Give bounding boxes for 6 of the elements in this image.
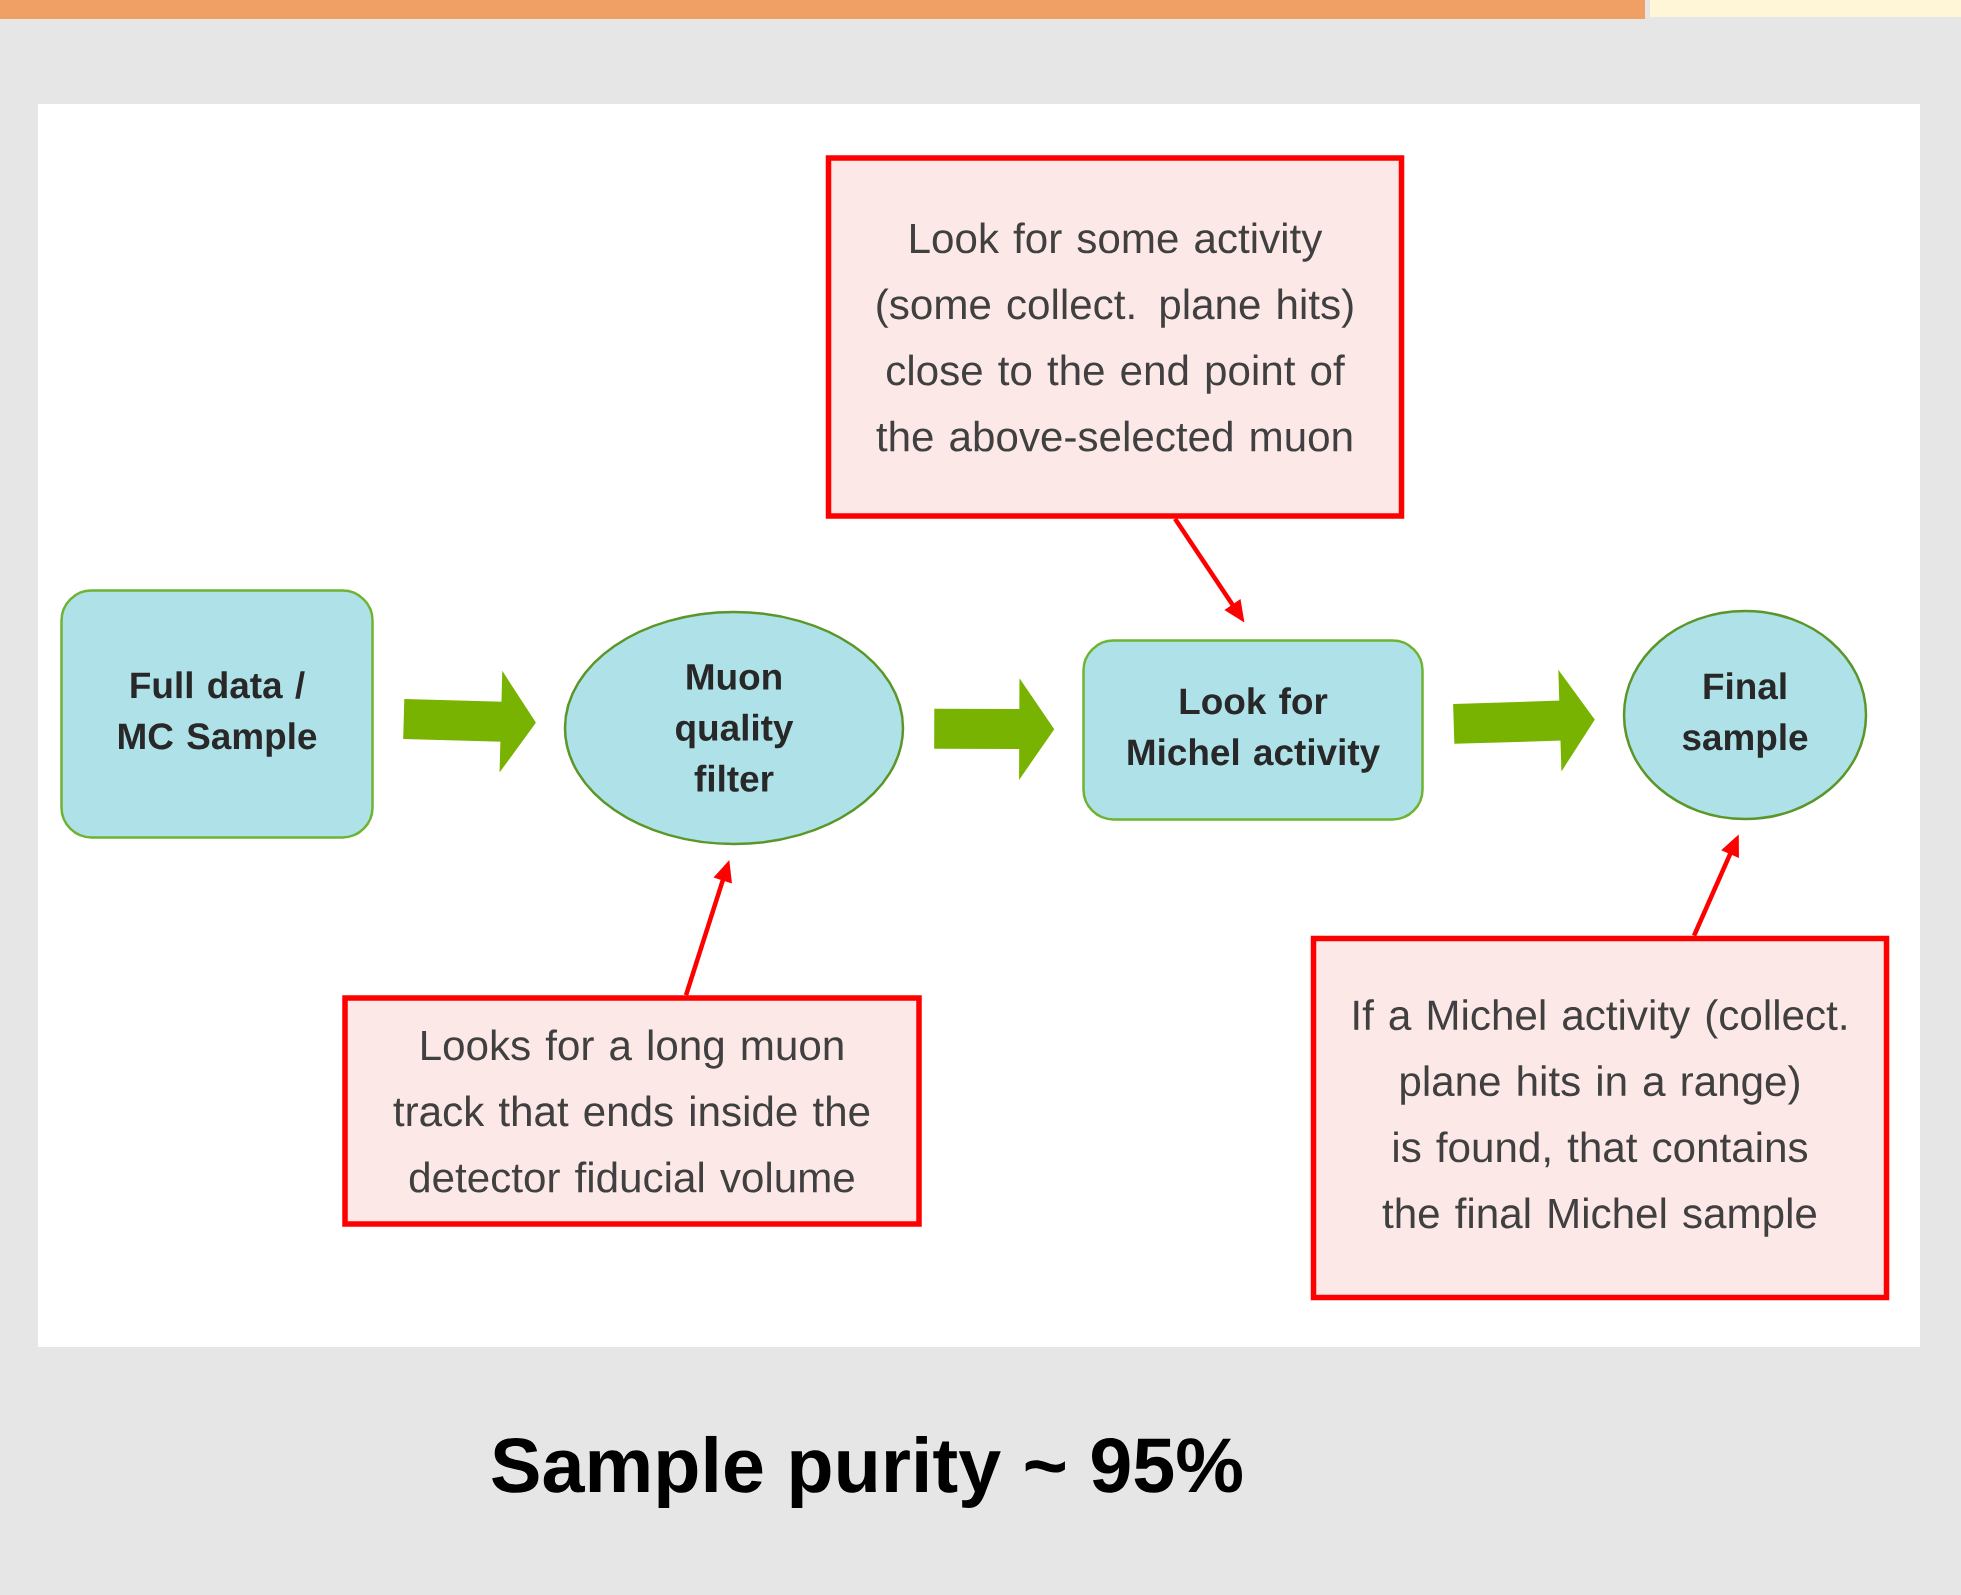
process-box: Full data / MC Sample bbox=[60, 589, 374, 839]
callout-box: If a Michel activity (collect. plane hits in a range) is found, that contains the final Michel sample bbox=[1310, 935, 1890, 1301]
callout-box: Look for some activity (some collect. plane hits) close to the end point of the above-selected muon bbox=[825, 155, 1405, 519]
process-box: Look for Michel activity bbox=[1082, 639, 1424, 821]
caption: Sample purity ~ 95% bbox=[492, 1435, 1242, 1509]
callout-box: Looks for a long muon track that ends inside the detector fiducial volume bbox=[342, 995, 922, 1227]
